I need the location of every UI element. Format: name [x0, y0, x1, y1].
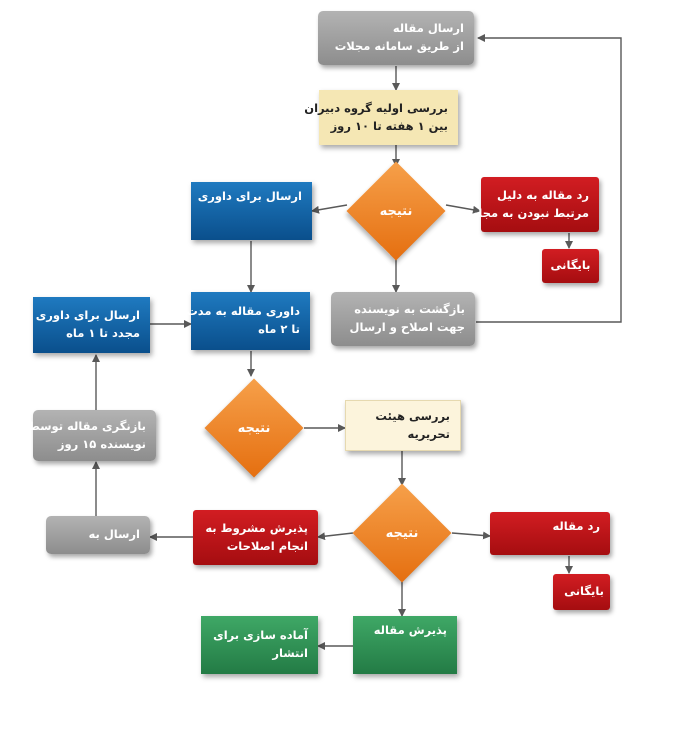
reject-unrelated-box: رد مقاله به دلیل مرتبط نبودن به مجله	[471, 177, 599, 232]
initial-review-line2: بین ۱ هفته تا ۱۰ روز	[330, 118, 448, 133]
re-review-line1: ارسال برای داوری	[35, 308, 140, 323]
edge-decision1-to-reject-unrelated	[445, 204, 481, 214]
peer-review-line1: داوری مقاله به مدت	[186, 304, 300, 319]
re-review-box: ارسال برای داوری مجدد تا ۱ ماه	[33, 297, 150, 353]
archive-2-label: بایگانی	[564, 584, 604, 599]
author-revision-line1: بازنگری مقاله توسط	[27, 418, 146, 433]
submit-article-line2: از طریق سامانه مجلات	[334, 39, 464, 53]
editorial-board-review-box: بررسی هیئت تحریریه	[345, 400, 461, 451]
author-revision-box: بازنگری مقاله توسط نویسنده ۱۵ روز	[27, 410, 156, 461]
prepare-publication-box: آماده سازی برای انتشار	[201, 616, 318, 674]
edge-return-author-loop-to-submit	[476, 34, 622, 323]
editorial-board-line1: بررسی هیئت	[375, 408, 450, 423]
send-for-review-line1: ارسال برای داوری	[197, 189, 302, 203]
initial-review-line1: بررسی اولیه گروه دبیران	[304, 100, 448, 115]
reject-article-box: رد مقاله	[490, 512, 610, 555]
edge-decision3-to-conditional	[317, 532, 354, 541]
archive-1-label: بایگانی	[550, 258, 591, 273]
conditional-accept-line1: پذیرش مشروط به	[205, 520, 308, 535]
accept-article-box: پذیرش مقاله	[353, 616, 457, 674]
submit-article-line1: ارسال مقاله	[392, 21, 464, 36]
decision-2: نتیجه	[204, 378, 304, 478]
archive-box-1: بایگانی	[542, 249, 599, 283]
decision-1: نتیجه	[346, 161, 446, 261]
return-to-author-line2: جهت اصلاح و ارسال	[349, 320, 465, 334]
return-to-author-box: بازگشت به نویسنده جهت اصلاح و ارسال	[331, 292, 475, 346]
edge-decision1-to-send-review	[311, 204, 348, 214]
re-review-line2: مجدد تا ۱ ماه	[66, 326, 140, 340]
decision-1-label: نتیجه	[379, 203, 413, 219]
send-for-review-box: ارسال برای داوری	[191, 182, 312, 240]
decision-2-label: نتیجه	[237, 420, 271, 436]
peer-review-box: داوری مقاله به مدت تا ۲ ماه	[186, 292, 310, 350]
author-revision-line2: نویسنده ۱۵ روز	[57, 436, 146, 451]
conditional-accept-line2: انجام اصلاحات	[226, 538, 308, 553]
initial-review-box: بررسی اولیه گروه دبیران بین ۱ هفته تا ۱۰…	[304, 90, 458, 145]
prepare-publication-line2: انتشار	[272, 646, 308, 660]
return-to-author-line1: بازگشت به نویسنده	[354, 302, 465, 317]
peer-review-line2: تا ۲ ماه	[258, 322, 300, 336]
accept-article-label: پذیرش مقاله	[373, 623, 447, 637]
decision-3: نتیجه	[352, 483, 452, 583]
send-to-box: ارسال به	[46, 516, 150, 554]
conditional-accept-box: پذیرش مشروط به انجام اصلاحات	[193, 510, 318, 565]
send-to-label: ارسال به	[88, 527, 140, 542]
edge-decision3-to-reject	[451, 531, 491, 540]
decision-3-label: نتیجه	[385, 525, 419, 541]
prepare-publication-line1: آماده سازی برای	[213, 628, 308, 643]
reject-article-label: رد مقاله	[552, 519, 600, 533]
reject-unrelated-line2: مرتبط نبودن به مجله	[471, 205, 589, 220]
editorial-board-line2: تحریریه	[407, 426, 450, 441]
archive-box-2: بایگانی	[553, 574, 610, 610]
reject-unrelated-line1: رد مقاله به دلیل	[496, 187, 589, 202]
submit-article-box: ارسال مقاله از طریق سامانه مجلات	[318, 11, 474, 65]
